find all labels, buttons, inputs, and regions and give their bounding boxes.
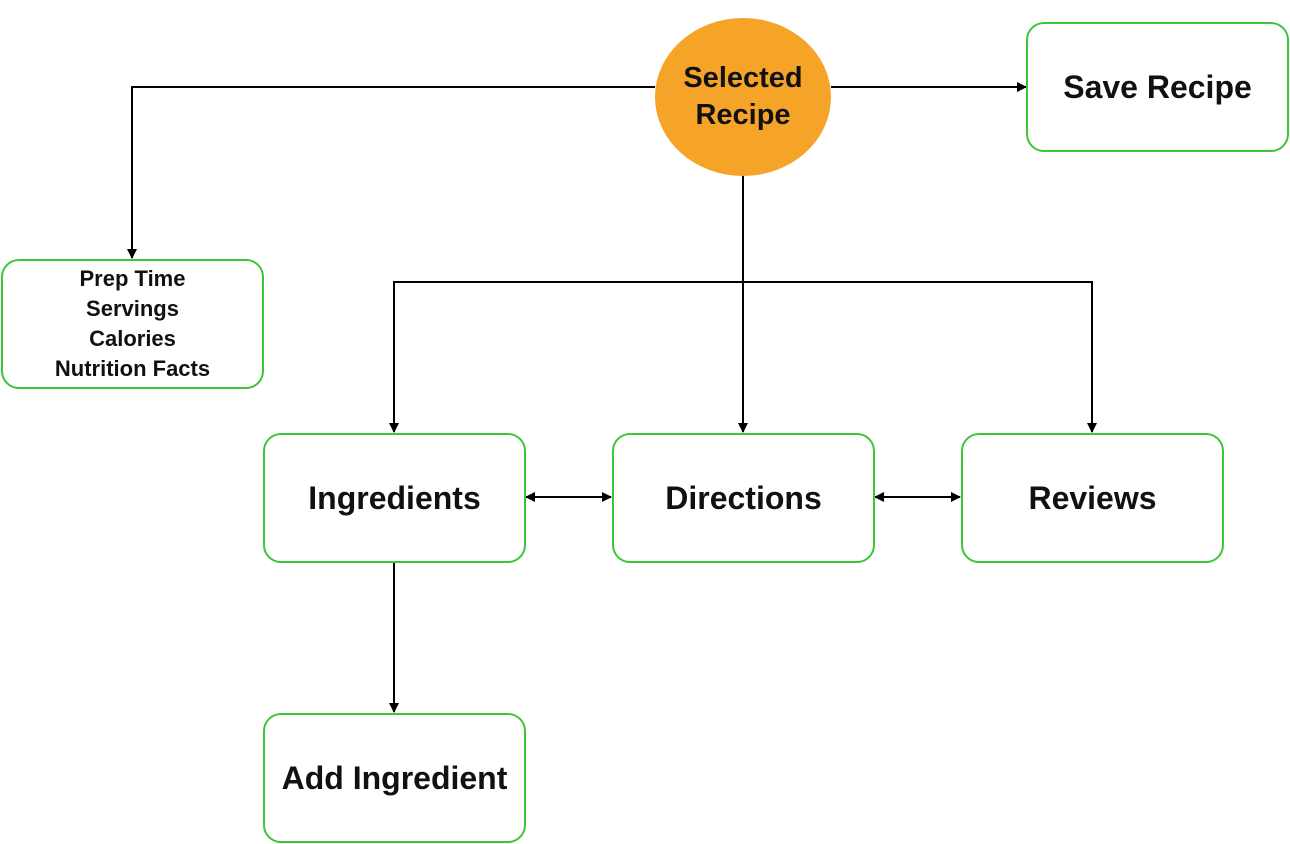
reviews-label: Reviews <box>1028 479 1157 516</box>
nutrition-facts-label: Nutrition Facts <box>54 356 211 381</box>
ingredients-node[interactable]: Ingredients <box>263 433 526 563</box>
add-ingredient-node[interactable]: Add Ingredient <box>263 713 526 843</box>
selected-recipe-line-1: Selected <box>683 62 803 95</box>
prep-time-label: Prep Time <box>79 266 186 291</box>
save-recipe-label: Save Recipe <box>1063 68 1252 105</box>
recipe-details-node[interactable]: Prep Time Servings Calories Nutrition Fa… <box>1 259 264 389</box>
edge-recipe-to-details <box>127 86 655 259</box>
edge-recipe-to-ingredients <box>389 281 743 433</box>
add-ingredient-label: Add Ingredient <box>281 759 508 796</box>
selected-recipe-node[interactable]: Selected Recipe <box>655 18 831 176</box>
reviews-node[interactable]: Reviews <box>961 433 1224 563</box>
edge-recipe-to-reviews <box>743 281 1097 433</box>
calories-label: Calories <box>89 326 176 351</box>
ingredients-label: Ingredients <box>308 479 481 516</box>
directions-label: Directions <box>665 479 822 516</box>
directions-node[interactable]: Directions <box>612 433 875 563</box>
selected-recipe-line-2: Recipe <box>695 99 791 131</box>
save-recipe-node[interactable]: Save Recipe <box>1026 22 1289 152</box>
servings-label: Servings <box>86 296 179 321</box>
